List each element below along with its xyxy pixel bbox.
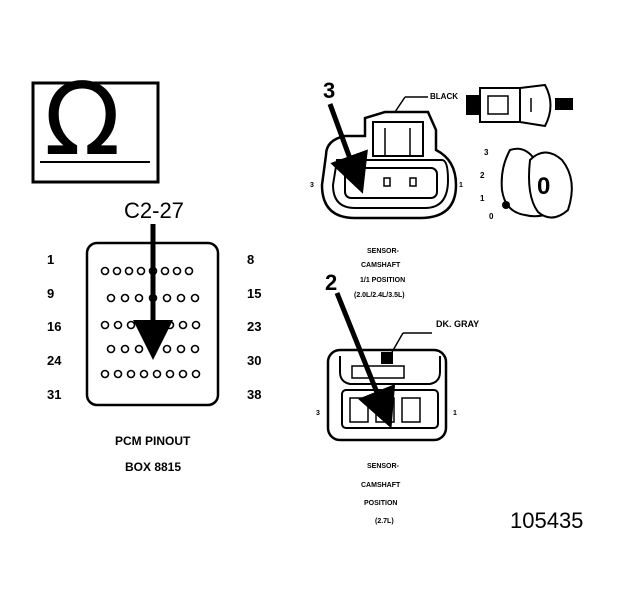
sensor-top-side-left: 3 bbox=[310, 182, 314, 189]
sensor-bottom-wire-color: DK. GRAY bbox=[436, 319, 480, 329]
pcm-pin-hole bbox=[113, 369, 123, 379]
pcm-left-pin-label: 24 bbox=[47, 353, 62, 368]
pcm-left-pin-label: 16 bbox=[47, 319, 62, 334]
key-label: 0 bbox=[537, 173, 551, 200]
pcm-pin-hole bbox=[112, 266, 122, 276]
pcm-pin-hole bbox=[126, 320, 136, 330]
pcm-right-pin-label: 8 bbox=[247, 252, 255, 267]
key-position-label: 2 bbox=[480, 171, 485, 180]
pcm-caption-line2: BOX 8815 bbox=[125, 460, 182, 474]
sensor-top-wire-color: BLACK bbox=[430, 92, 458, 101]
pcm-pin-hole bbox=[152, 369, 162, 379]
sensor-top-pin-callout: 3 bbox=[323, 78, 336, 103]
pcm-pin-hole bbox=[162, 344, 172, 354]
pcm-pin-hole bbox=[139, 369, 149, 379]
pcm-connector bbox=[85, 224, 220, 407]
sensor-bottom-caption-line1: SENSOR- bbox=[367, 463, 399, 470]
pcm-pin-hole bbox=[134, 293, 144, 303]
key-position-label: 3 bbox=[484, 148, 489, 157]
pcm-pin-hole bbox=[191, 320, 201, 330]
pcm-left-pin-label: 1 bbox=[47, 252, 55, 267]
pcm-right-pin-label: 15 bbox=[247, 286, 262, 301]
pcm-pin-hole bbox=[113, 320, 123, 330]
pcm-left-pin-label: 9 bbox=[47, 286, 55, 301]
sensor-bottom-pin-callout: 2 bbox=[325, 270, 338, 295]
pcm-right-pin-label: 30 bbox=[247, 353, 262, 368]
pcm-pin-hole bbox=[184, 266, 194, 276]
pcm-pin-hole bbox=[124, 266, 134, 276]
sensor-bottom-connector bbox=[326, 292, 448, 442]
sensor-bottom-caption-line2: CAMSHAFT bbox=[361, 482, 401, 489]
pcm-callout-label: C2-27 bbox=[124, 198, 184, 223]
sensor-bottom-callout-arrow bbox=[334, 292, 396, 429]
sensor-bottom-side-right: 1 bbox=[453, 410, 457, 417]
pcm-right-pin-label: 23 bbox=[247, 319, 262, 334]
ohmmeter-symbol-box bbox=[31, 81, 160, 184]
pcm-pin-hole bbox=[106, 293, 116, 303]
pcm-pin-hole bbox=[139, 320, 149, 330]
pcm-pin-hole bbox=[190, 293, 200, 303]
pcm-pin-hole bbox=[178, 320, 188, 330]
pcm-pin-hole bbox=[165, 320, 175, 330]
pcm-pin-hole bbox=[100, 369, 110, 379]
sensor-top-wire-leader bbox=[394, 96, 406, 113]
pcm-pin-hole bbox=[126, 369, 136, 379]
key-position-label: 0 bbox=[489, 212, 494, 221]
sensor-bottom-side-left: 3 bbox=[316, 410, 320, 417]
sensor-top-caption-line1: SENSOR- bbox=[367, 248, 399, 255]
pcm-pin-hole bbox=[176, 293, 186, 303]
pcm-pin-hole bbox=[160, 266, 170, 276]
sensor-top-callout-arrow bbox=[327, 103, 368, 194]
sensor-bottom-caption-line3: POSITION bbox=[364, 500, 398, 507]
pcm-pin-hole bbox=[120, 344, 130, 354]
pcm-pin-hole bbox=[134, 344, 144, 354]
pcm-pin-hole bbox=[120, 293, 130, 303]
pcm-pin-hole bbox=[106, 344, 116, 354]
pcm-pin-hole bbox=[176, 344, 186, 354]
pcm-right-pin-label: 38 bbox=[247, 387, 262, 402]
pcm-pin-hole bbox=[162, 293, 172, 303]
pcm-pin-hole bbox=[165, 369, 175, 379]
ohm-symbol: Ω bbox=[44, 61, 121, 178]
sensor-top-connector bbox=[320, 96, 458, 220]
sensor-top-side-right: 1 bbox=[459, 182, 463, 189]
pcm-pin-hole bbox=[178, 369, 188, 379]
sensor-top-caption-line2: CAMSHAFT bbox=[361, 262, 401, 269]
sensor-bottom-caption-line4: (2.7L) bbox=[375, 518, 394, 525]
pcm-left-pin-label: 31 bbox=[47, 387, 62, 402]
key-position-label: 1 bbox=[480, 194, 485, 203]
pcm-pin-hole bbox=[100, 266, 110, 276]
pcm-pin-hole bbox=[100, 320, 110, 330]
connector-side-view bbox=[466, 83, 573, 128]
pcm-pin-hole bbox=[172, 266, 182, 276]
pcm-pin-hole bbox=[148, 344, 158, 354]
sensor-top-caption-line3: 1/1 POSITION bbox=[360, 277, 406, 284]
position-key-illustration bbox=[500, 147, 573, 219]
pcm-caption-line1: PCM PINOUT bbox=[115, 434, 191, 448]
sensor-top-caption-line4: (2.0L/2.4L/3.5L) bbox=[354, 292, 405, 299]
pcm-pin-hole bbox=[136, 266, 146, 276]
pcm-pin-hole bbox=[190, 344, 200, 354]
figure-number: 105435 bbox=[510, 508, 584, 533]
sensor-bottom-wire-leader bbox=[391, 332, 404, 353]
pcm-pin-hole bbox=[191, 369, 201, 379]
